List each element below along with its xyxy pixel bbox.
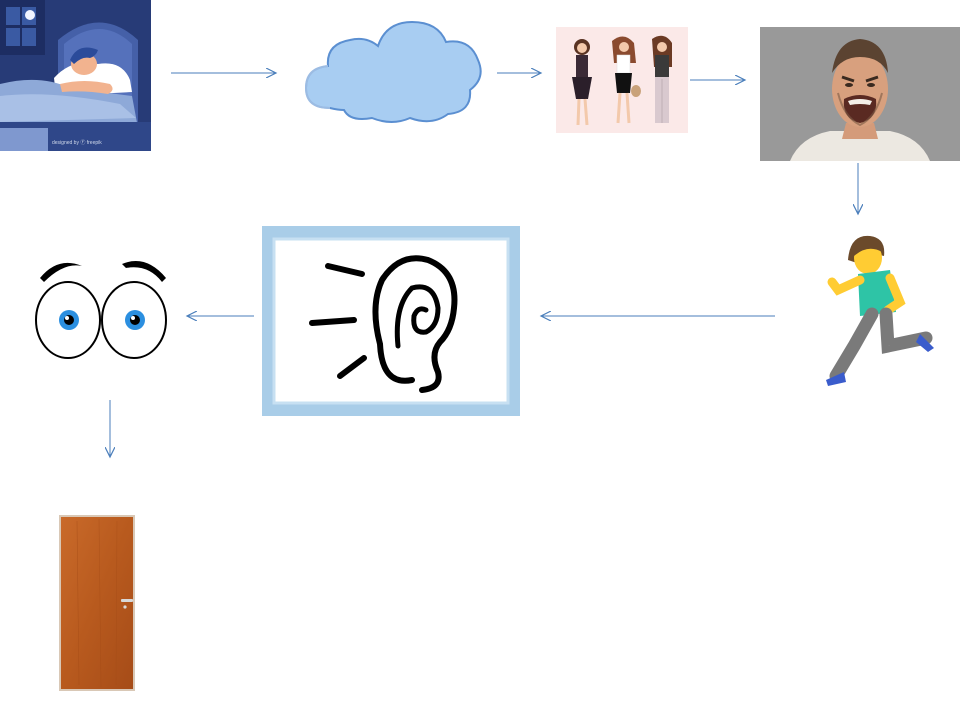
credit-text: designed by Ⓕ freepik bbox=[52, 139, 102, 146]
sleeping-person-image: designed by Ⓕ freepik bbox=[0, 0, 151, 151]
ear-image bbox=[261, 226, 521, 416]
screaming-man-image bbox=[760, 27, 960, 161]
sleeping-person-icon: designed by Ⓕ freepik bbox=[0, 0, 151, 151]
door-image bbox=[59, 515, 135, 691]
ear-icon bbox=[261, 226, 521, 416]
three-girls-icon bbox=[556, 27, 688, 133]
cloud-image bbox=[300, 14, 488, 126]
eyes-image bbox=[32, 254, 172, 364]
eyes-icon bbox=[35, 261, 167, 359]
running-man-icon bbox=[826, 235, 934, 386]
running-man-image bbox=[824, 230, 940, 390]
cloud-icon bbox=[304, 20, 482, 123]
screaming-man-icon bbox=[760, 27, 960, 161]
door-icon bbox=[59, 515, 135, 691]
three-girls-image bbox=[556, 27, 688, 133]
